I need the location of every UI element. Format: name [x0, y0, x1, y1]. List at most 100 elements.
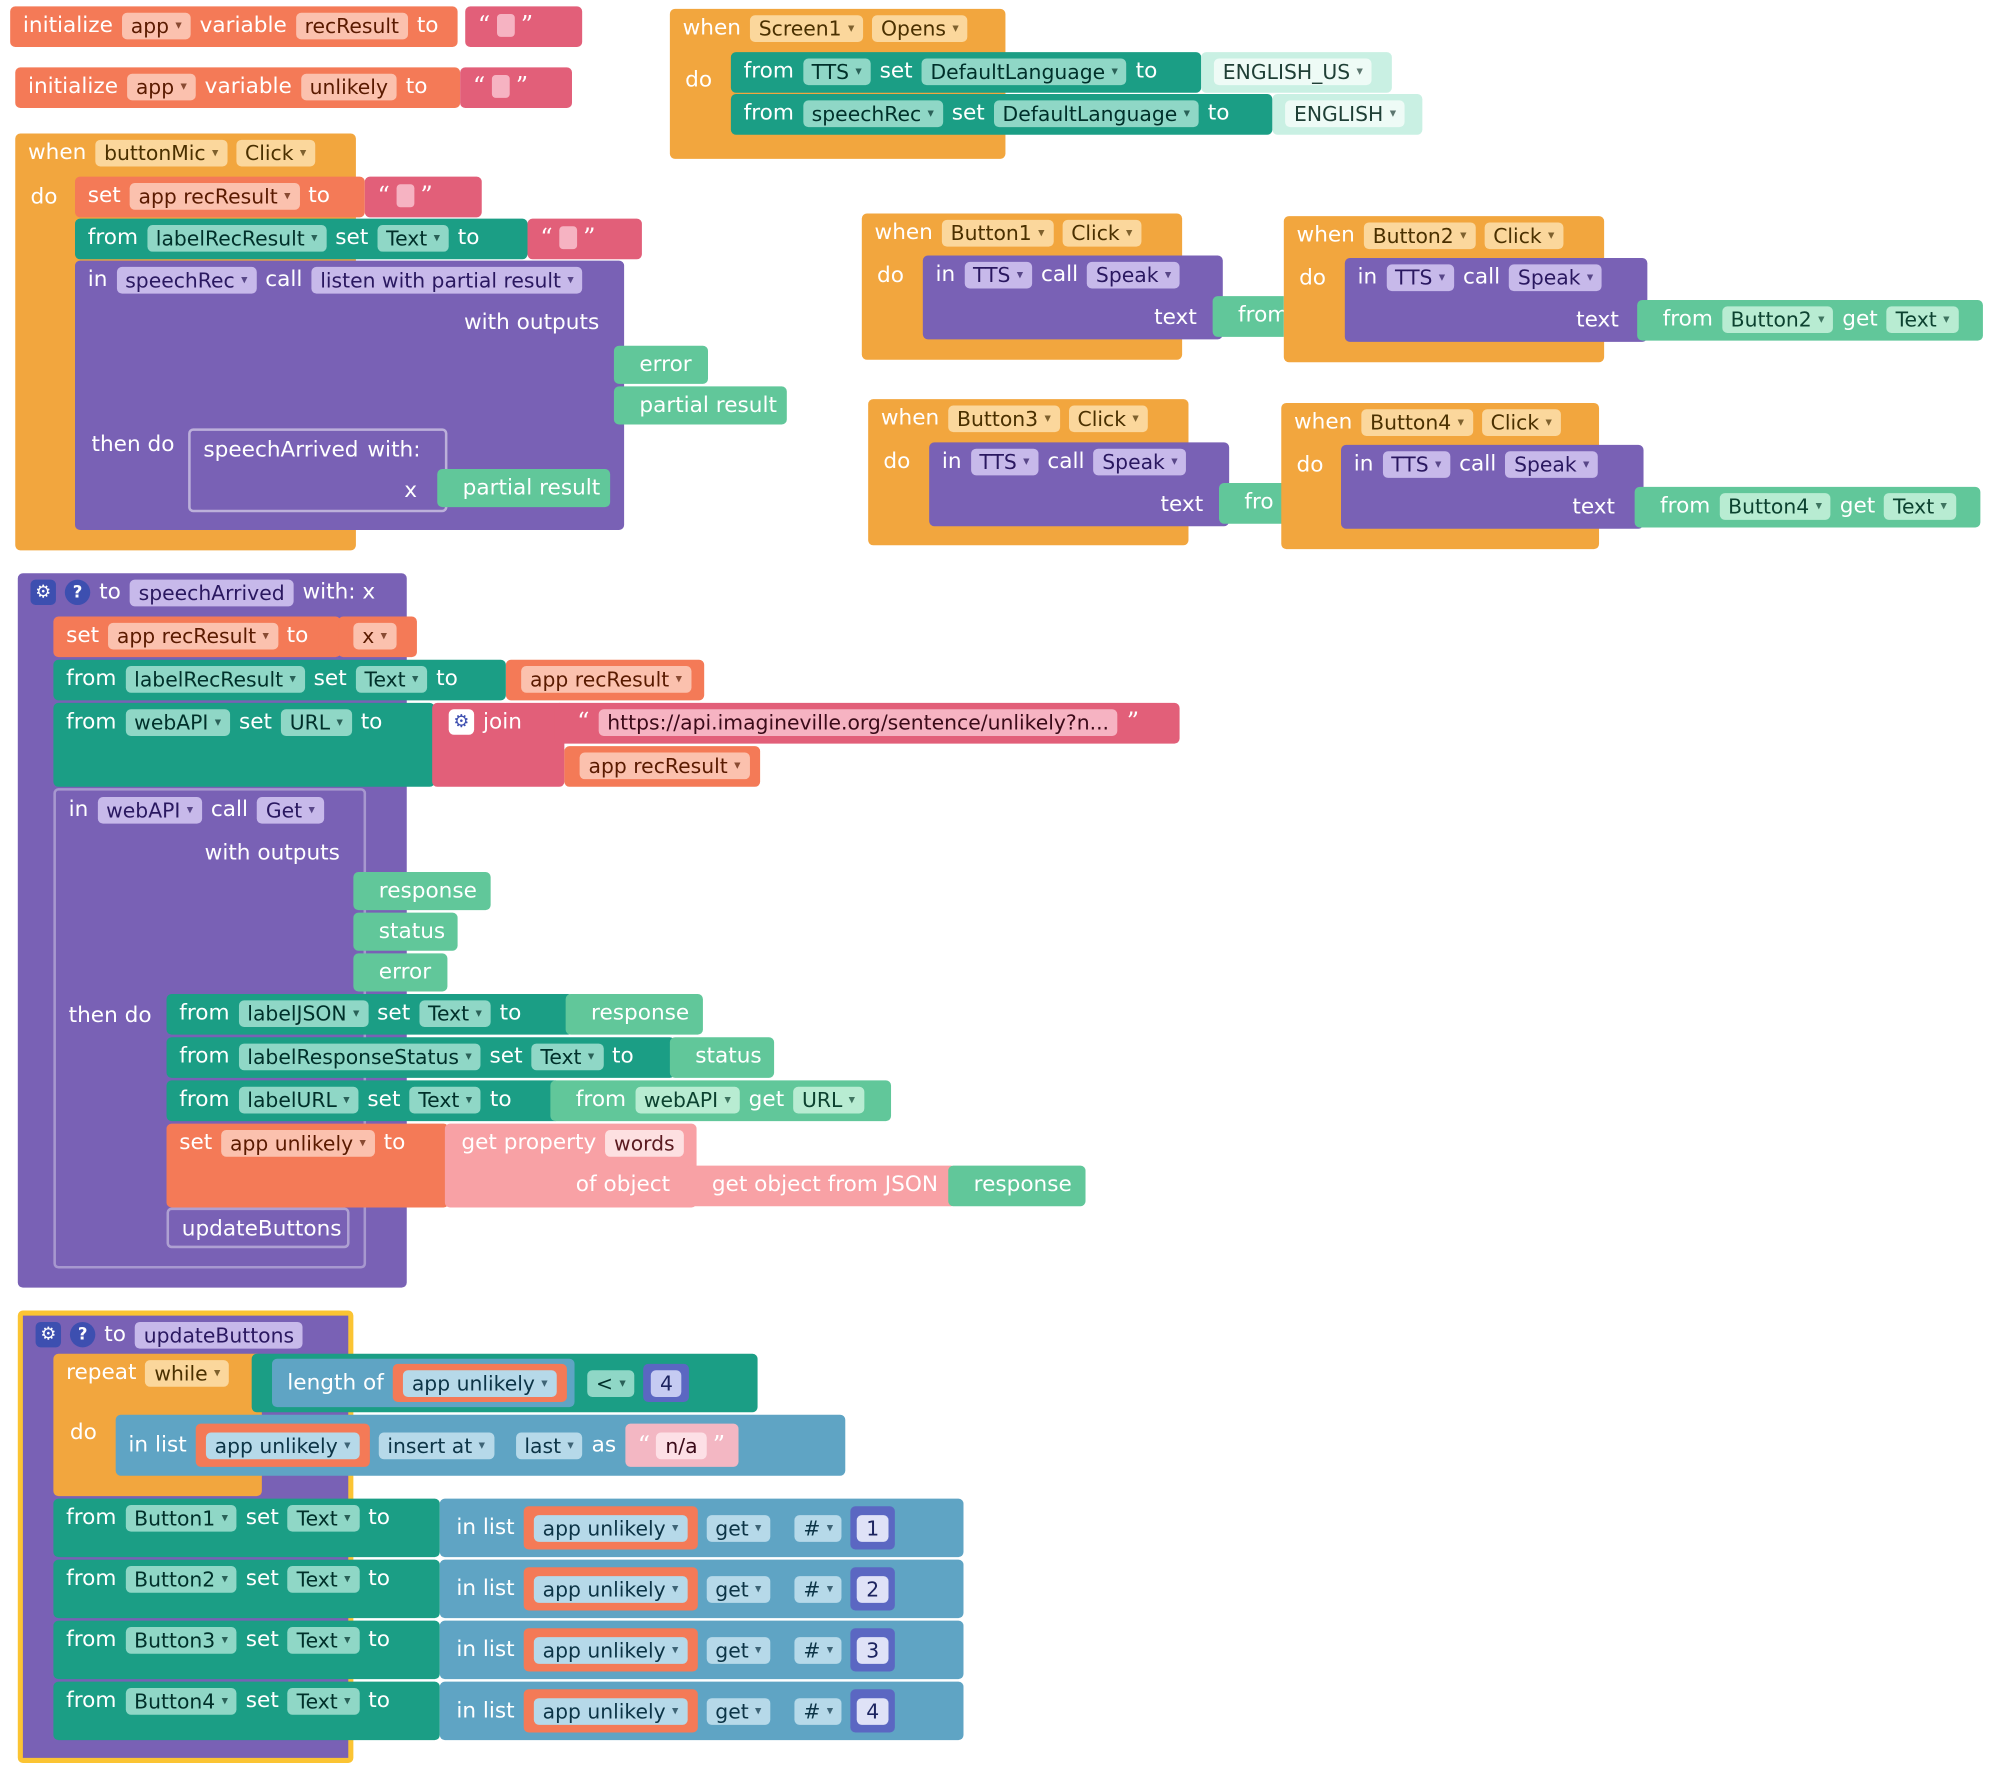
component-dropdown[interactable]: buttonMic [95, 139, 228, 166]
url-text-block[interactable]: “ https://api.imagineville.org/sentence/… [554, 702, 1180, 744]
get-unlikely-block[interactable]: app unlikely [523, 1689, 698, 1733]
set-labeljson-block[interactable]: from labelJSON set Text to [166, 994, 574, 1035]
operator-dropdown[interactable]: < [587, 1369, 635, 1397]
variable-dropdown[interactable]: app recResult [521, 665, 691, 693]
output-status-block[interactable]: status [353, 912, 458, 951]
number-field[interactable]: 4 [651, 1369, 682, 1397]
status-getter[interactable]: status [669, 1037, 775, 1078]
gear-icon[interactable]: ⚙ [30, 579, 56, 606]
index-mode-dropdown[interactable]: # [794, 1575, 843, 1603]
empty-text-block[interactable]: “” [527, 218, 642, 260]
webapi-url-getter[interactable]: from webAPI get URL [550, 1080, 892, 1122]
procedure-name-field[interactable]: updateButtons [134, 1321, 304, 1349]
property-dropdown[interactable]: DefaultLanguage [993, 99, 1199, 127]
property-dropdown[interactable]: Text [287, 1687, 360, 1715]
get-mode-dropdown[interactable]: get [706, 1697, 771, 1725]
button-text-getter[interactable]: fro [1218, 483, 1283, 524]
event-dropdown[interactable]: Click [236, 139, 316, 166]
component-dropdown[interactable]: Screen1 [749, 14, 864, 42]
property-dropdown[interactable]: URL [793, 1086, 864, 1113]
index-field[interactable]: 2 [857, 1575, 889, 1603]
method-dropdown[interactable]: Speak [1509, 263, 1603, 291]
method-dropdown[interactable]: Get [256, 796, 324, 824]
component-dropdown[interactable]: Button4 [125, 1687, 237, 1715]
property-dropdown[interactable]: Text [1886, 305, 1959, 333]
tts-speak-call[interactable]: in TTS call Speak text [929, 442, 1230, 527]
event-dropdown[interactable]: Click [1484, 221, 1564, 249]
param-dropdown[interactable]: x [353, 622, 396, 649]
component-dropdown[interactable]: TTS [970, 448, 1039, 475]
set-recresult-block[interactable]: set app recResult to [53, 616, 341, 658]
variable-dropdown[interactable]: app recResult [108, 622, 278, 649]
number-block[interactable]: 4 [643, 1363, 690, 1403]
global-unlikely-block[interactable]: initialize app variable unlikely to [15, 67, 461, 109]
get-mode-dropdown[interactable]: get [706, 1514, 771, 1542]
filler-text-field[interactable]: n/a [656, 1431, 707, 1459]
component-dropdown[interactable]: speechRec [802, 99, 943, 127]
variable-dropdown[interactable]: app unlikely [533, 1575, 688, 1603]
compare-block[interactable]: length of app unlikely < 4 [251, 1353, 758, 1413]
set-labelurl-block[interactable]: from labelURL set Text to [166, 1080, 561, 1122]
text-value[interactable] [496, 13, 515, 37]
language-dropdown[interactable]: ENGLISH_US [1213, 57, 1372, 85]
button-text-getter[interactable]: from Button2 get Text [1637, 299, 1983, 341]
select-list-item-block[interactable]: in list app unlikely get # 1 [439, 1498, 964, 1558]
get-object-from-json-block[interactable]: get object from JSON [686, 1165, 956, 1207]
method-dropdown[interactable]: Speak [1093, 448, 1187, 475]
variable-dropdown[interactable]: app unlikely [533, 1636, 688, 1664]
property-dropdown[interactable]: Text [287, 1504, 360, 1532]
set-unlikely-block[interactable]: set app unlikely to [166, 1123, 449, 1208]
component-dropdown[interactable]: Button4 [1361, 408, 1473, 436]
property-dropdown[interactable]: Text [409, 1086, 481, 1113]
component-dropdown[interactable]: labelResponseStatus [238, 1042, 481, 1070]
language-dropdown[interactable]: ENGLISH [1285, 99, 1405, 127]
component-dropdown[interactable]: labelRecResult [125, 665, 305, 693]
property-name-field[interactable]: words [605, 1129, 684, 1157]
empty-text-block[interactable]: “” [460, 67, 572, 109]
component-dropdown[interactable]: Button1 [125, 1504, 237, 1532]
property-dropdown[interactable]: Text [531, 1042, 604, 1070]
set-label-text-block[interactable]: from labelRecResult set Text to [74, 218, 528, 260]
select-list-item-block[interactable]: in list app unlikely get # 2 [439, 1559, 964, 1619]
response-getter[interactable]: response [948, 1165, 1086, 1207]
scope-dropdown[interactable]: app [126, 73, 196, 100]
index-mode-dropdown[interactable]: # [794, 1514, 843, 1542]
text-value[interactable] [491, 74, 510, 98]
component-dropdown[interactable]: Button2 [1363, 221, 1476, 249]
component-dropdown[interactable]: labelURL [238, 1086, 359, 1113]
output-error-block[interactable]: error [353, 953, 448, 992]
variable-dropdown[interactable]: app unlikely [221, 1129, 375, 1157]
set-recresult-block[interactable]: set app recResult to [74, 176, 365, 218]
length-of-block[interactable]: length of app unlikely [272, 1358, 575, 1408]
index-field[interactable]: 1 [857, 1514, 889, 1542]
insert-list-item-block[interactable]: in list app unlikely insert at last as “… [115, 1414, 846, 1476]
scope-dropdown[interactable]: app [121, 12, 191, 39]
get-unlikely-block[interactable]: app unlikely [392, 1363, 567, 1403]
component-dropdown[interactable]: Button1 [941, 219, 1054, 246]
method-dropdown[interactable]: Speak [1505, 450, 1599, 478]
response-getter[interactable]: response [565, 994, 703, 1035]
tts-speak-call[interactable]: in TTS call Speak text [922, 255, 1223, 340]
component-dropdown[interactable]: labelRecResult [146, 224, 327, 252]
empty-text-block[interactable]: “” [465, 6, 583, 48]
select-list-item-block[interactable]: in list app unlikely get # 3 [439, 1620, 964, 1680]
index-mode-dropdown[interactable]: # [794, 1636, 843, 1664]
component-dropdown[interactable]: labelJSON [238, 999, 369, 1027]
index-field[interactable]: 3 [857, 1636, 889, 1664]
global-recresult-block[interactable]: initialize app variable recResult to [10, 6, 458, 48]
set-button2-text-block[interactable]: from Button2 set Text to [53, 1559, 440, 1619]
text-value[interactable] [396, 184, 415, 208]
variable-name-field[interactable]: unlikely [300, 73, 397, 100]
component-dropdown[interactable]: Button4 [1719, 492, 1831, 520]
output-response-block[interactable]: response [353, 871, 491, 911]
event-dropdown[interactable]: Click [1068, 404, 1148, 432]
get-x-block[interactable]: x [338, 616, 417, 658]
position-dropdown[interactable]: last [515, 1431, 583, 1459]
component-dropdown[interactable]: speechRec [116, 266, 257, 293]
procedure-name-field[interactable]: speechArrived [129, 578, 294, 606]
output-partial-result-block[interactable]: partial result [613, 386, 787, 425]
component-dropdown[interactable]: Button3 [948, 404, 1060, 432]
get-unlikely-block[interactable]: app unlikely [523, 1506, 698, 1550]
component-dropdown[interactable]: Button2 [125, 1565, 237, 1593]
